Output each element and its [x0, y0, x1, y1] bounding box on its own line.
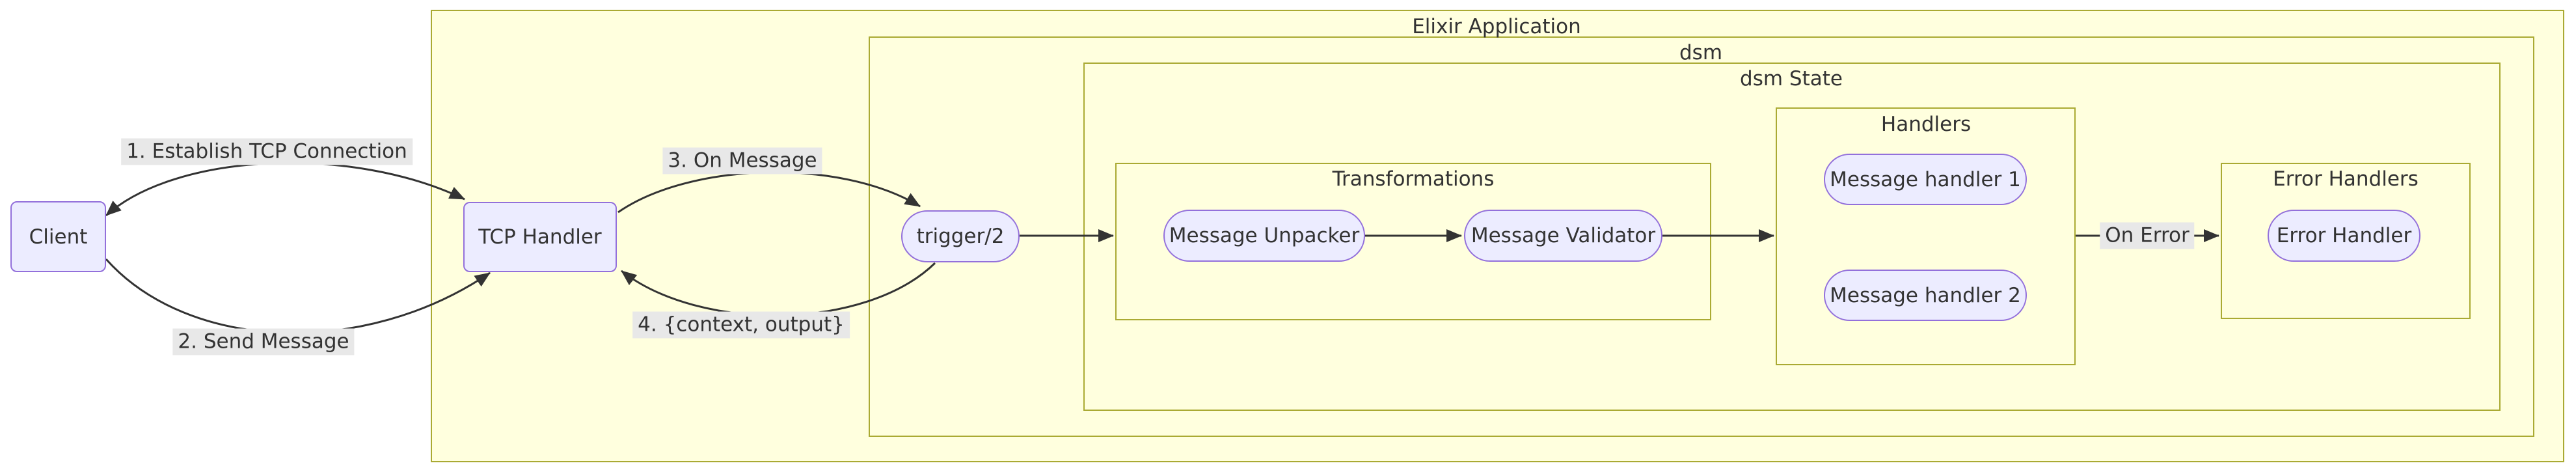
node-tcp-handler: TCP Handler — [463, 202, 617, 272]
edge-label-on-message: 3. On Message — [662, 147, 822, 174]
edge-tcp-trigger-on-message — [617, 171, 921, 214]
node-error-handler: Error Handler — [2268, 210, 2420, 262]
cluster-handlers — [1776, 107, 2076, 365]
cluster-title-handlers: Handlers — [1880, 113, 1972, 136]
edge-label-on-error: On Error — [2100, 222, 2195, 249]
node-message-unpacker-label: Message Unpacker — [1169, 224, 1360, 247]
edge-label-context-output: 4. {context, output} — [632, 311, 850, 339]
edge-trigger-tcp-context-output — [621, 262, 936, 316]
node-message-unpacker: Message Unpacker — [1163, 210, 1365, 262]
node-message-handler-2: Message handler 2 — [1824, 270, 2027, 321]
node-tcp-handler-label: TCP Handler — [478, 225, 602, 249]
node-client: Client — [10, 201, 106, 272]
cluster-title-dsm: dsm — [1679, 41, 1723, 64]
node-client-label: Client — [29, 225, 88, 249]
node-message-handler-2-label: Message handler 2 — [1830, 283, 2021, 307]
node-trigger: trigger/2 — [901, 210, 1020, 262]
node-message-validator: Message Validator — [1464, 210, 1662, 262]
cluster-title-transformations: Transformations — [1332, 167, 1495, 191]
node-trigger-label: trigger/2 — [916, 225, 1005, 248]
node-message-validator-label: Message Validator — [1471, 224, 1656, 247]
node-message-handler-1-label: Message handler 1 — [1830, 167, 2021, 191]
cluster-title-dsm-state: dsm State — [1740, 67, 1843, 91]
cluster-title-error-handlers: Error Handlers — [2273, 167, 2419, 191]
node-message-handler-1: Message handler 1 — [1824, 154, 2027, 205]
edge-label-establish-tcp-connection: 1. Establish TCP Connection — [121, 138, 413, 165]
edge-label-send-message: 2. Send Message — [172, 328, 355, 356]
edge-client-tcp-send — [105, 258, 491, 334]
node-error-handler-label: Error Handler — [2276, 224, 2412, 247]
cluster-title-elixir-application: Elixir Application — [1412, 15, 1581, 38]
edge-client-tcp-establish — [105, 161, 465, 217]
